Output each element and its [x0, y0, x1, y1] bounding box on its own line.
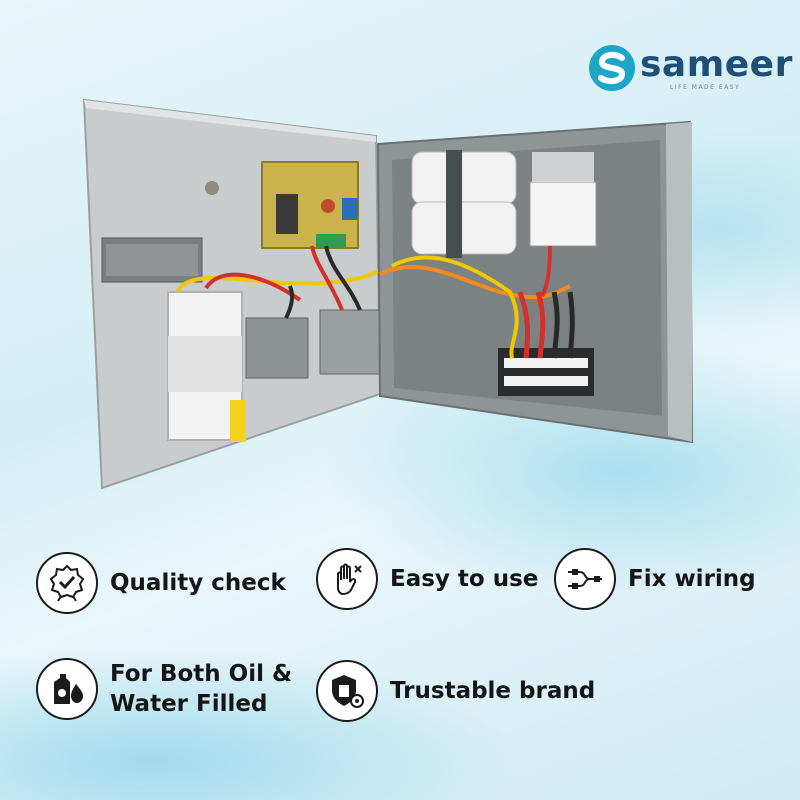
brand-tagline: LIFE MADE EASY [670, 84, 741, 91]
shield-gear-icon [316, 660, 378, 722]
quality-badge-icon [36, 552, 98, 614]
feature-oil-water-filled: For Both Oil & Water Filled [36, 658, 292, 720]
electrical-control-panel-image [82, 98, 694, 490]
feature-label: Trustable brand [390, 678, 596, 704]
wiring-icon [554, 548, 616, 610]
feature-quality-check: Quality check [36, 552, 286, 614]
hand-gesture-icon [316, 548, 378, 610]
feature-trustable-brand: Trustable brand [316, 660, 595, 722]
feature-label: Easy to use [390, 566, 539, 592]
brand-name: sameer [640, 44, 793, 85]
sameer-logo-icon [589, 45, 635, 91]
feature-label-block: For Both Oil & Water Filled [110, 659, 292, 719]
oil-water-drop-icon [36, 658, 98, 720]
feature-label: Fix wiring [628, 566, 756, 592]
feature-fix-wiring: Fix wiring [554, 548, 756, 610]
feature-easy-to-use: Easy to use [316, 548, 538, 610]
feature-label-line1: For Both Oil & [110, 661, 293, 687]
feature-label: Quality check [110, 570, 286, 596]
feature-label-line2: Water Filled [110, 691, 268, 717]
brand-logo: sameer LIFE MADE EASY [588, 44, 792, 96]
